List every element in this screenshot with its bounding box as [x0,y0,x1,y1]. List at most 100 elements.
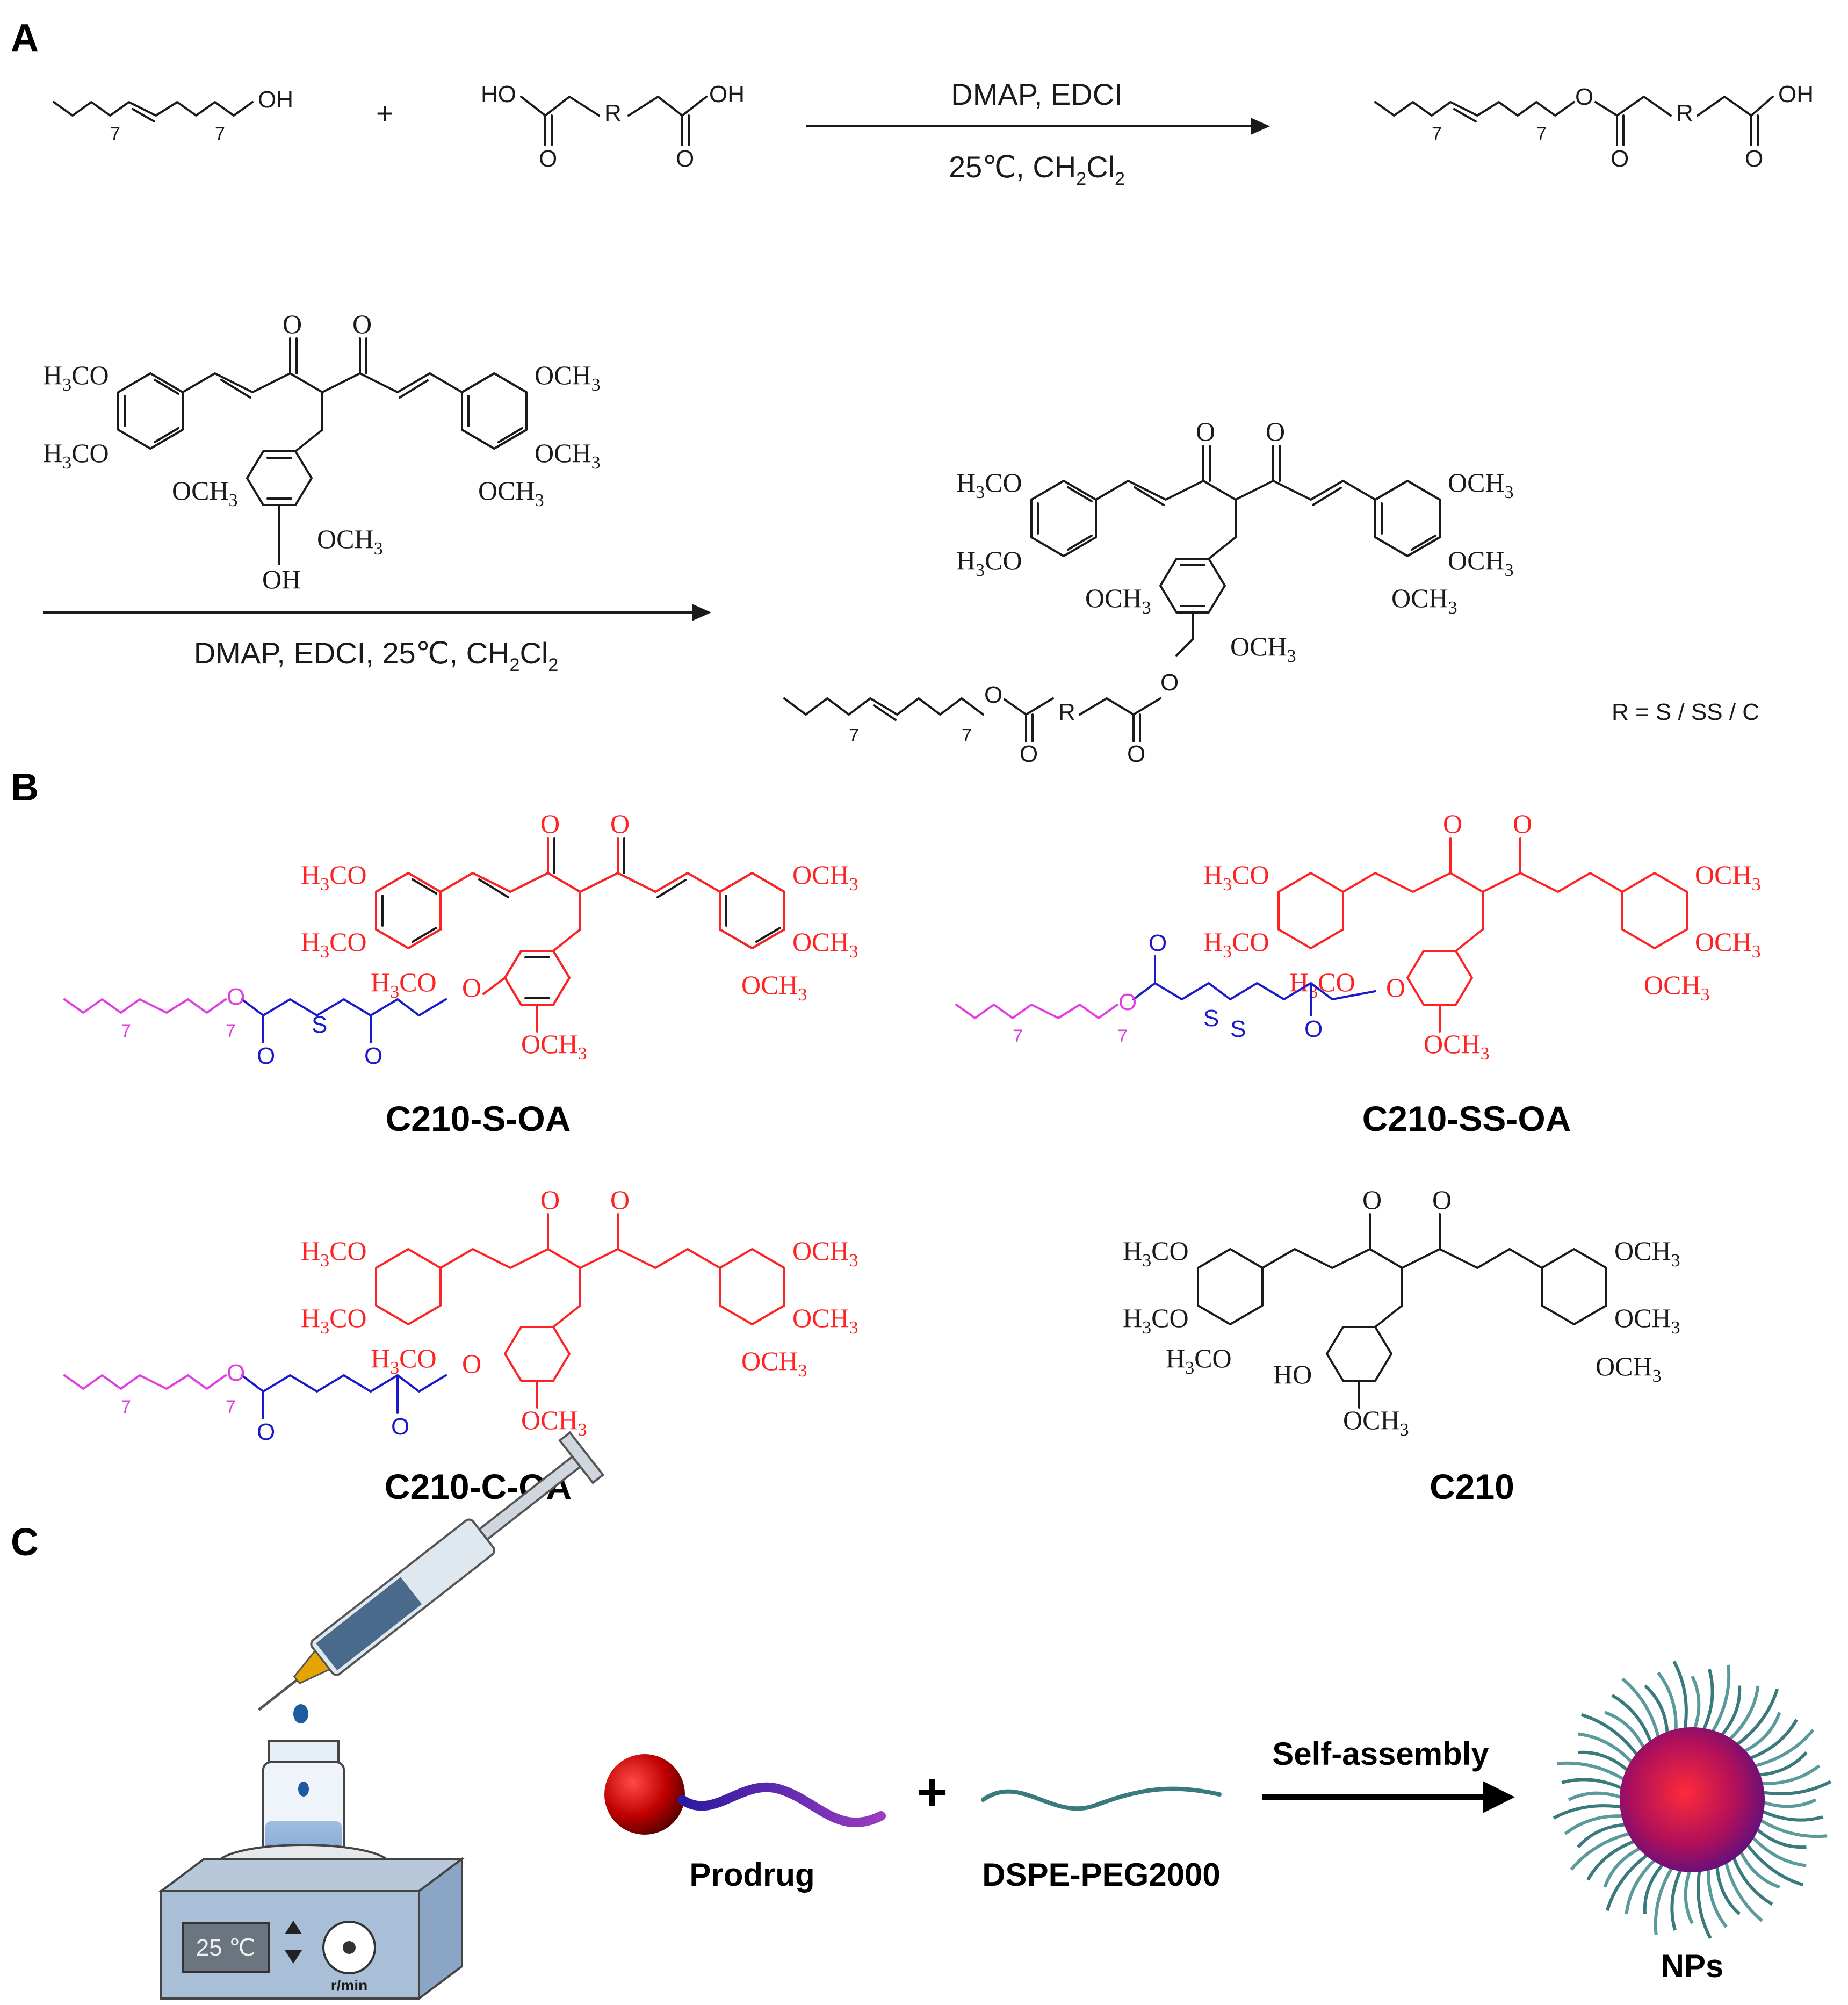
repeat-7: 7 [962,725,972,746]
methoxy-label: OCH3 [1448,467,1514,502]
methoxy-label: OCH3 [1230,631,1296,666]
ketone-o: O [1513,809,1532,839]
methoxy-label: OCH3 [1343,1405,1409,1440]
reagents-1: DMAP, EDCI [951,77,1122,111]
repeat-7: 7 [226,1397,236,1417]
peg-chain [1557,1761,1631,1785]
repeat-7: 7 [1432,124,1442,144]
carbonyl-o: O [364,1043,382,1069]
peg-chain [1580,1713,1643,1762]
r-label: R [604,100,622,126]
c210-reagent: H3CO H3CO OCH3 O O OCH3 OCH3 OCH3 OCH3 O… [43,309,601,594]
ester-o: O [1386,972,1405,1002]
methoxy-label: OCH3 [1614,1236,1680,1271]
final-product: H3CO H3CO OCH3 O O OCH3 OCH3 OCH3 OCH3 7… [783,416,1514,767]
methoxy-label: H3CO [301,927,367,962]
compound-c210-s-oa: H3CO H3CO H3CO O O OCH3 OCH3 OCH3 OCH3 O… [63,809,858,1138]
methoxy-label: H3CO [1203,860,1269,895]
r-label: R [1676,100,1693,126]
panel-label-b: B [11,766,39,809]
conditions-2: DMAP, EDCI, 25℃, CH2Cl2 [194,636,559,675]
methoxy-label: OCH3 [535,360,601,395]
peg-chain [1723,1855,1763,1922]
carbonyl-o: O [1745,146,1763,172]
peg-chain [1625,1854,1661,1914]
carbonyl-o: O [391,1413,409,1440]
peg-chain [1586,1837,1642,1881]
carbonyl-o: O [1020,741,1038,767]
methoxy-label: OCH3 [1424,1029,1490,1064]
methoxy-label: OCH3 [792,927,858,962]
carbonyl-o: O [257,1419,275,1445]
ketone-o: O [540,1185,560,1215]
peg-chain [1553,1804,1629,1820]
conditions-1: 25℃, CH2Cl2 [949,150,1125,189]
disulfide-s: S [1230,1016,1246,1042]
methoxy-label: OCH3 [1644,970,1710,1005]
ho-label: HO [481,81,516,107]
methoxy-label: OCH3 [792,860,858,895]
repeat-7: 7 [226,1021,236,1041]
methoxy-label: H3CO [956,467,1022,502]
peg-chain [1699,1669,1714,1737]
ketone-o: O [540,809,560,839]
self-assembly-arrow: Self-assembly [1262,1736,1515,1813]
r-label: R [1058,699,1075,725]
methoxy-label: OCH3 [535,438,601,473]
ester-o: O [1118,989,1137,1015]
methoxy-label: H3CO [1166,1343,1232,1378]
ester-o: O [227,984,245,1010]
peg-chain [1753,1815,1828,1838]
monoester-product: 7 7 O O R O OH [1374,81,1814,172]
rpm-label: r/min [331,1977,367,1994]
peg-chain [1707,1664,1731,1739]
methoxy-label: H3CO [1123,1236,1189,1271]
peg-chain [1742,1838,1804,1887]
plus-sign: + [376,96,394,130]
repeat-7: 7 [110,124,120,144]
peg-chain [1672,1660,1688,1736]
methoxy-label: OCH3 [792,1236,858,1271]
diacid: HO O R O OH [481,81,745,172]
ketone-o: O [610,1185,630,1215]
methoxy-label: H3CO [1203,927,1269,962]
peg-chain [1561,1778,1629,1793]
compound-c210-ss-oa: H3CO H3CO H3CO O O OCH3 OCH3 OCH3 OCH3 O… [955,809,1761,1138]
carbonyl-o: O [1304,1016,1323,1042]
methoxy-label: OCH3 [1614,1303,1680,1338]
methoxy-label: OCH3 [1085,583,1151,618]
droplet [293,1704,308,1723]
hydroxyl-label: OH [258,86,293,113]
peg-chain [1670,1863,1685,1931]
methoxy-label: H3CO [1123,1303,1189,1338]
peg-chain [1746,1831,1807,1867]
peg-chain [1604,1711,1648,1755]
carbonyl-o: O [1127,741,1145,767]
ketone-o: O [1432,1185,1452,1215]
stirrer-plate: 25 ℃ r/min [158,1844,465,2001]
ketone-o: O [1362,1185,1382,1215]
prodrug-illustration: Prodrug [604,1754,886,1893]
methoxy-label: OCH3 [1448,545,1514,580]
phenol-oh: OH [262,564,301,594]
dspe-label: DSPE-PEG2000 [982,1857,1221,1893]
peg-chain [1730,1688,1779,1750]
peg-chain [1723,1685,1760,1746]
methoxy-label: OCH3 [1596,1351,1662,1386]
peg-chain [1737,1712,1781,1756]
compound-c210-c-oa: H3CO H3CO H3CO O O OCH3 OCH3 OCH3 OCH3 O… [63,1185,858,1506]
methoxy-label: H3CO [43,438,109,473]
repeat-7: 7 [1536,124,1547,144]
peg-chain [1730,1850,1773,1906]
peg-chain [1570,1830,1637,1871]
ester-o: O [1160,669,1179,696]
oh-label: OH [1778,81,1814,107]
methoxy-label: H3CO [371,1343,437,1378]
panel-label-a: A [11,17,39,60]
ester-o: O [462,1348,481,1379]
prodrug-label: Prodrug [689,1857,814,1893]
phenol-oh: HO [1273,1359,1312,1389]
repeat-7: 7 [1117,1026,1128,1047]
peg-chain [1756,1780,1832,1795]
peg-chain [1684,1863,1694,1924]
